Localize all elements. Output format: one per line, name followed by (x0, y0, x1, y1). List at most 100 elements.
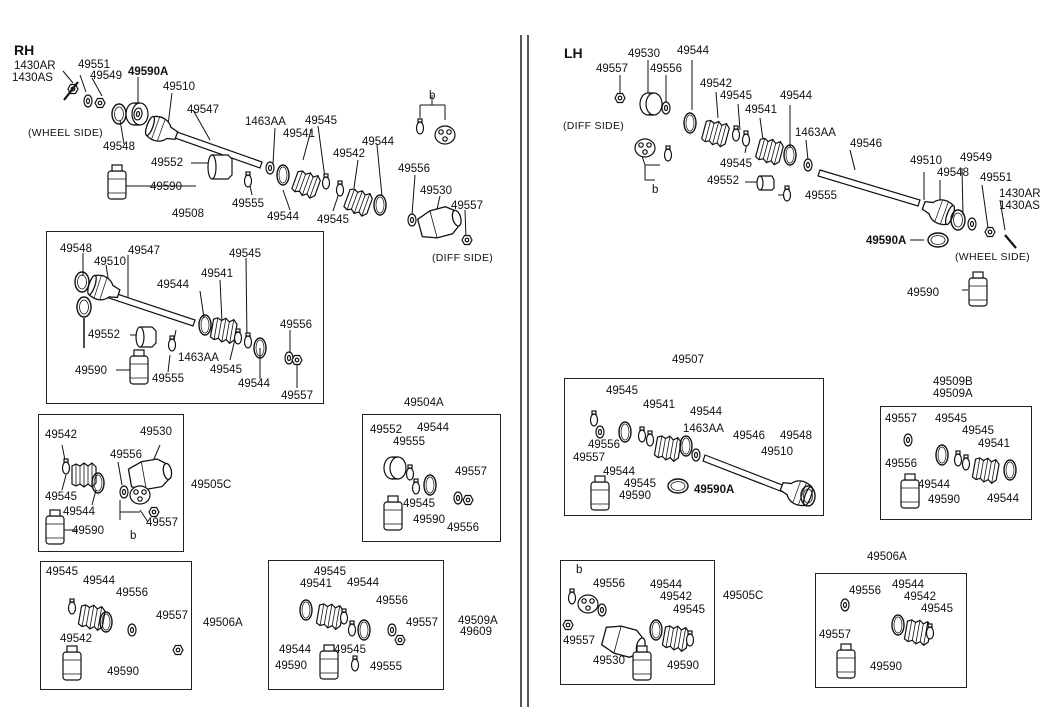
part-label: 49556 (398, 163, 430, 175)
part-label: 49556 (447, 522, 479, 534)
part-label: 49544 (362, 136, 394, 148)
part-label: 49552 (88, 329, 120, 341)
part-label: 49557 (819, 629, 851, 641)
part-label: 49556 (593, 578, 625, 590)
box-title: 49509B (933, 376, 973, 388)
part-label: 49530 (628, 48, 660, 60)
part-label: 49557 (281, 390, 313, 402)
part-label: 49545 (720, 90, 752, 102)
assembly-box-49508 (46, 231, 324, 404)
part-label: 49544 (650, 579, 682, 591)
assembly-box-49505c-lh (560, 560, 715, 685)
box-title: 49506A (203, 617, 243, 629)
part-label: 49545 (921, 603, 953, 615)
part-label: 49545 (624, 478, 656, 490)
part-label: 49556 (110, 449, 142, 461)
part-label: 49590A (694, 484, 735, 496)
box-title: 49508 (172, 208, 204, 220)
part-label: 49556 (588, 439, 620, 451)
part-label: 49545 (334, 644, 366, 656)
part-label: 49545 (935, 413, 967, 425)
part-label: 49542 (60, 633, 92, 645)
part-label: 49545 (314, 566, 346, 578)
part-label: 49546 (850, 138, 882, 150)
assembly-box-49507 (564, 378, 824, 516)
part-label: 49510 (910, 155, 942, 167)
part-label: 49544 (987, 493, 1019, 505)
part-label: 49556 (849, 585, 881, 597)
part-label: 49556 (376, 595, 408, 607)
wheel-side-label: (WHEEL SIDE) (955, 251, 1030, 263)
lh-heading: LH (564, 45, 583, 61)
part-label: 49542 (333, 148, 365, 160)
part-label: 49548 (937, 167, 969, 179)
part-label: 49541 (300, 578, 332, 590)
part-label: 49590 (928, 494, 960, 506)
part-label: 49590 (150, 181, 182, 193)
part-label: 49590 (75, 365, 107, 377)
part-label: 49557 (156, 610, 188, 622)
part-label: b (429, 90, 436, 102)
part-label: 49544 (690, 406, 722, 418)
part-label: 49544 (677, 45, 709, 57)
part-label: 49551 (980, 172, 1012, 184)
assembly-box-49504a (362, 414, 501, 542)
assembly-box-49505c (38, 414, 184, 552)
part-label: 49544 (780, 90, 812, 102)
part-label: 49542 (660, 591, 692, 603)
part-label: 49557 (885, 413, 917, 425)
part-label: 49546 (733, 430, 765, 442)
part-label: 49545 (317, 214, 349, 226)
assembly-box-49509 (880, 406, 1032, 520)
part-label: 1463AA (795, 127, 836, 139)
part-label: 49557 (451, 200, 483, 212)
box-title: 49507 (672, 354, 704, 366)
part-label: 49544 (63, 506, 95, 518)
part-label: 49545 (606, 385, 638, 397)
part-label: 49548 (780, 430, 812, 442)
part-label: 49545 (720, 158, 752, 170)
part-label: 49545 (210, 364, 242, 376)
assembly-box-49506a (40, 561, 192, 690)
part-label: 49590 (72, 525, 104, 537)
part-label: 49590 (275, 660, 307, 672)
part-label: 49557 (406, 617, 438, 629)
part-label: 49556 (650, 63, 682, 75)
part-label: b (576, 564, 583, 576)
part-label: 1463AA (178, 352, 219, 364)
part-label: 49552 (151, 157, 183, 169)
part-label: b (130, 530, 137, 542)
box-title: 49509A (933, 388, 973, 400)
part-label: 49547 (128, 245, 160, 257)
part-label: 49510 (163, 81, 195, 93)
part-label: 49544 (279, 644, 311, 656)
part-label: 49545 (403, 498, 435, 510)
part-label: 49590 (907, 287, 939, 299)
part-label: 49545 (305, 115, 337, 127)
part-label: 49557 (563, 635, 595, 647)
part-label: 1430AS (999, 200, 1040, 212)
assembly-box-49509a (268, 560, 444, 690)
part-label: 49557 (573, 452, 605, 464)
part-label: 49545 (673, 604, 705, 616)
part-label: 1430AR (14, 60, 56, 72)
part-label: 49545 (229, 248, 261, 260)
part-label: 49590 (870, 661, 902, 673)
box-title: 49505C (191, 479, 232, 491)
part-label: 49510 (761, 446, 793, 458)
part-label: 49544 (267, 211, 299, 223)
part-label: 49590A (866, 235, 907, 247)
part-label: 49556 (280, 319, 312, 331)
part-label: 49590 (667, 660, 699, 672)
part-label: b (652, 184, 659, 196)
part-label: 49541 (978, 438, 1010, 450)
part-label: 49544 (603, 466, 635, 478)
part-label: 49530 (593, 655, 625, 667)
box-title: 49509A (458, 615, 498, 627)
wheel-side-label: (WHEEL SIDE) (28, 127, 103, 139)
part-label: 49541 (283, 128, 315, 140)
part-label: 49555 (232, 198, 264, 210)
part-label: 49557 (146, 517, 178, 529)
part-label: 49551 (78, 59, 110, 71)
diff-side-label: (DIFF SIDE) (432, 252, 494, 264)
